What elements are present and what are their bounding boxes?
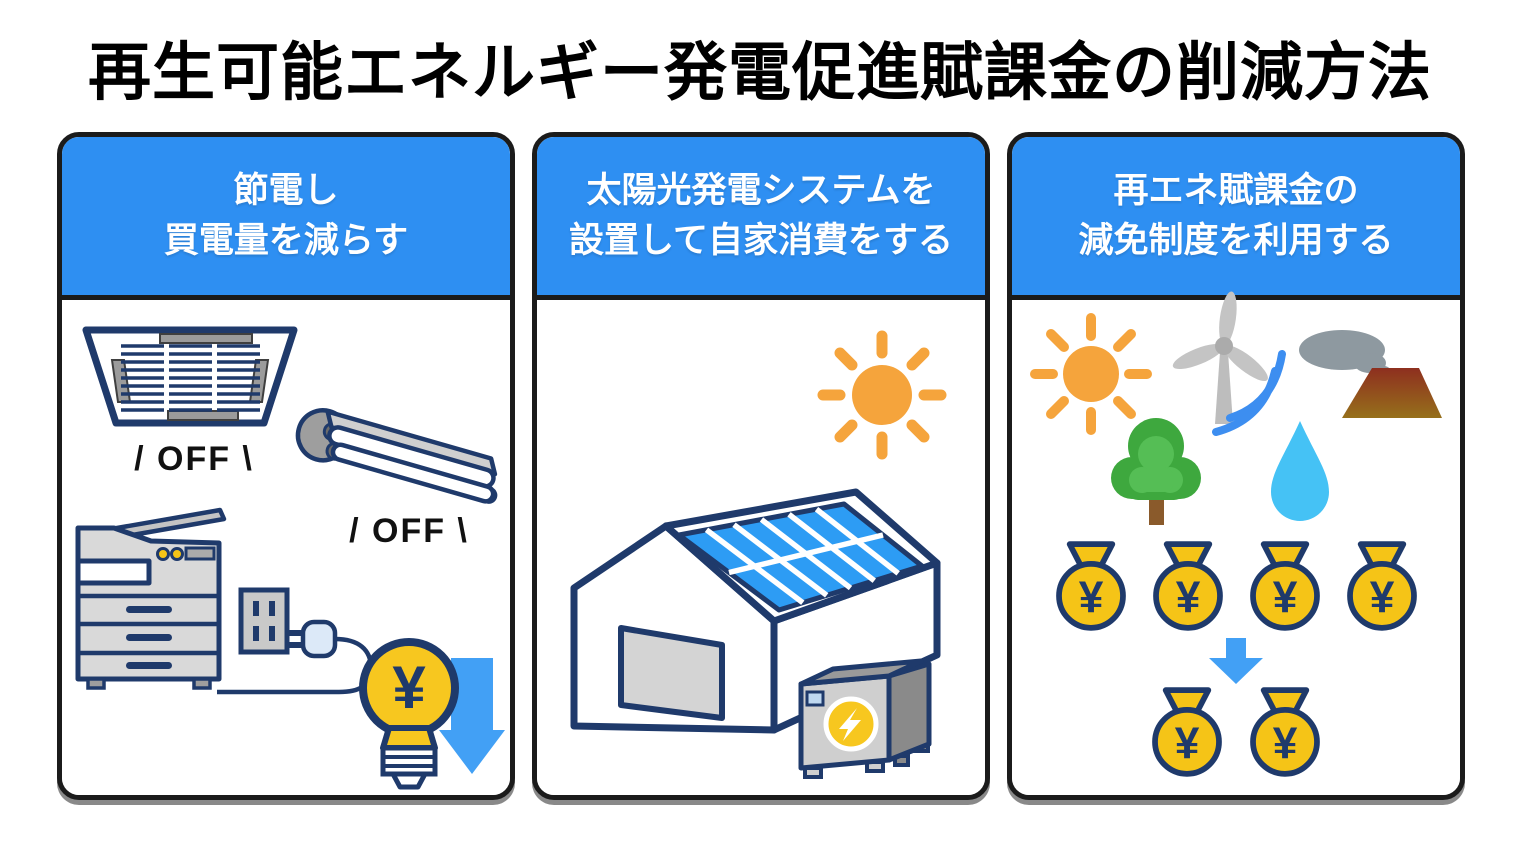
- panel-header: 再エネ賦課金の 減免制度を利用する: [1012, 137, 1460, 300]
- page-title: 再生可能エネルギー発電促進賦課金の削減方法: [88, 38, 1432, 108]
- panel-header: 太陽光発電システムを 設置して自家消費をする: [537, 137, 985, 300]
- reduction-arrow-icon: [1209, 638, 1263, 684]
- panel-solar-self-consumption: 太陽光発電システムを 設置して自家消費をする: [532, 132, 990, 800]
- panel-body: / OFF \ / OFF \: [62, 300, 510, 795]
- money-bag-icon: [1146, 686, 1228, 778]
- money-bags-before: [1012, 540, 1460, 632]
- money-bag-icon: [1244, 540, 1326, 632]
- tree-icon: [1111, 418, 1201, 525]
- air-conditioner-icon: [82, 326, 298, 427]
- copier-icon: [75, 507, 227, 690]
- panel-header-line1: 太陽光発電システムを: [586, 171, 936, 211]
- sun-icon: [1030, 313, 1152, 435]
- renewable-energy-icons: [1030, 291, 1442, 525]
- panel-header-line1: 再エネ賦課金の: [1113, 171, 1359, 211]
- power-outlet-icon: [217, 587, 374, 695]
- wind-turbine-icon: [1172, 291, 1286, 436]
- geothermal-volcano-icon: [1299, 330, 1442, 418]
- yen-lightbulb-icon: ¥: [359, 638, 505, 790]
- money-bags-after: [1012, 686, 1460, 778]
- panels-row: 節電し 買電量を減らす / OFF \: [57, 132, 1465, 800]
- panel-header-line2: 買電量を減らす: [163, 221, 409, 260]
- money-bag-icon: [1050, 540, 1132, 632]
- panel-header-line1: 節電し: [233, 171, 339, 211]
- solar-roof-building-icon: [570, 488, 941, 779]
- svg-text:¥: ¥: [392, 654, 426, 721]
- panel-header-line2: 設置して自家消費をする: [569, 221, 953, 260]
- ceiling-light-icon: [295, 408, 498, 504]
- light-off-label: / OFF \: [349, 512, 469, 550]
- unplugged-plug-icon: [289, 619, 338, 659]
- money-bag-icon: [1147, 540, 1229, 632]
- money-bag-icon: [1341, 540, 1423, 632]
- panel-levy-reduction: 再エネ賦課金の 減免制度を利用する: [1007, 132, 1465, 800]
- panel-header: 節電し 買電量を減らす: [62, 137, 510, 300]
- panel-header-line2: 減免制度を利用する: [1078, 221, 1394, 260]
- money-bag-icon: [1244, 686, 1326, 778]
- sun-icon: [817, 330, 947, 460]
- water-drop-icon: [1271, 421, 1329, 521]
- power-conditioner-icon: [798, 658, 932, 779]
- aircon-off-label: / OFF \: [134, 440, 254, 478]
- wind-lines-icon: [1212, 350, 1286, 436]
- panel-body: [1012, 291, 1460, 795]
- panel-save-electricity: 節電し 買電量を減らす / OFF \: [57, 132, 515, 800]
- panel-body: [537, 300, 985, 795]
